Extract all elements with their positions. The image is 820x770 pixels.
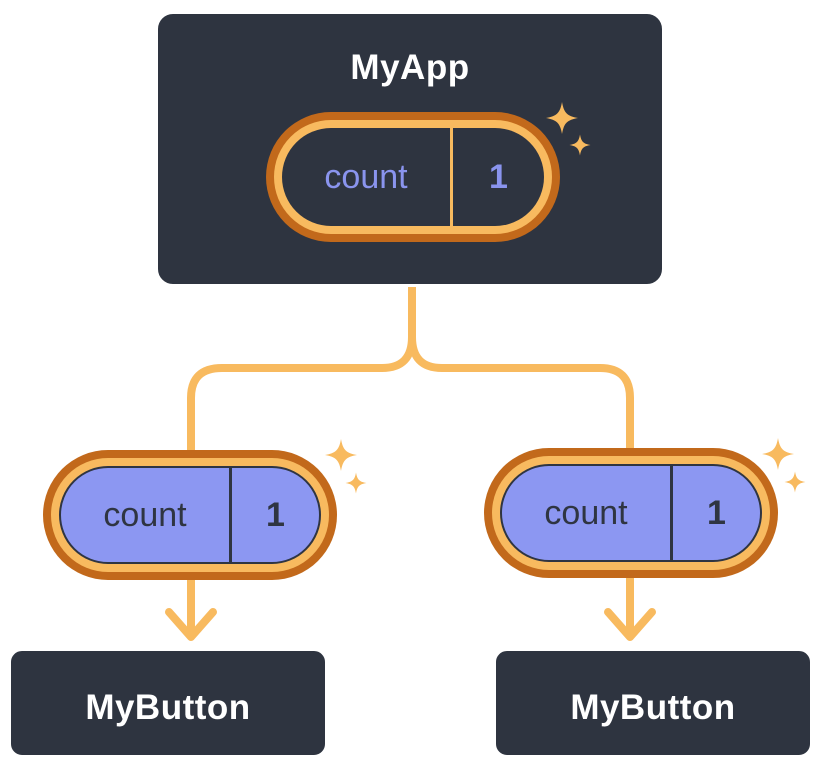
state-value: 1 bbox=[707, 493, 726, 532]
state-name-label: count bbox=[324, 157, 408, 196]
state-pill-mybutton-right: count 1 bbox=[484, 448, 778, 578]
state-pill-mybutton-left: count 1 bbox=[43, 450, 337, 580]
component-node-mybutton-left: MyButton bbox=[8, 648, 328, 758]
state-pill-body: count 1 bbox=[500, 464, 762, 562]
tree-connector-right bbox=[408, 336, 634, 454]
component-title: MyApp bbox=[350, 48, 470, 87]
state-pill-ring: count 1 bbox=[492, 456, 770, 570]
state-value: 1 bbox=[266, 495, 285, 534]
state-value: 1 bbox=[489, 157, 508, 196]
component-title: MyButton bbox=[570, 688, 736, 727]
state-name-label: count bbox=[103, 495, 187, 534]
state-pill-body: count 1 bbox=[59, 466, 321, 564]
component-title: MyButton bbox=[85, 688, 251, 727]
tree-connector-left bbox=[187, 280, 416, 456]
state-pill-ring: count 1 bbox=[51, 458, 329, 572]
component-node-mybutton-right: MyButton bbox=[493, 648, 813, 758]
state-divider bbox=[450, 128, 453, 226]
prop-arrow-left-head bbox=[165, 608, 217, 641]
state-pill-body: count 1 bbox=[282, 128, 544, 226]
state-pill-ring: count 1 bbox=[274, 120, 552, 234]
state-pill-myapp: count 1 bbox=[266, 112, 560, 242]
state-divider bbox=[229, 468, 232, 562]
prop-arrow-right-head bbox=[604, 608, 656, 641]
state-divider bbox=[670, 466, 673, 560]
state-name-label: count bbox=[544, 493, 628, 532]
